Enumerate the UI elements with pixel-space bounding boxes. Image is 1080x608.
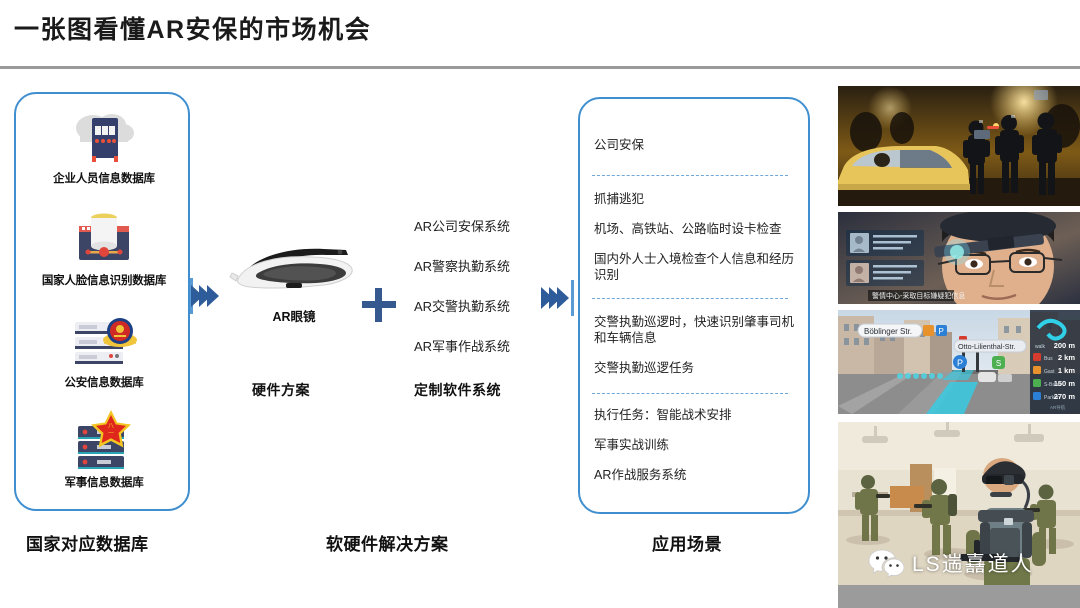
scenarios-caption: 应用场景 — [652, 535, 722, 554]
database-item-3[interactable]: 八 一 军事信息数据库 — [16, 410, 192, 490]
hud-stat-3: 150 m — [1054, 379, 1076, 388]
night-police-checkpoint-photo — [838, 86, 1080, 206]
ar-glasses-icon — [229, 248, 353, 289]
scenario-line: AR作战服务系统 — [594, 468, 687, 482]
scenario-line: 交警执勤巡逻任务 — [594, 361, 695, 375]
svg-text:八: 八 — [108, 423, 114, 430]
svg-text:Parken: Parken — [1044, 395, 1060, 401]
hardware-caption: 硬件方案 — [252, 382, 310, 398]
svg-text:S-Bahn: S-Bahn — [1044, 382, 1061, 388]
page-title: 一张图看懂AR安保的市场机会 — [14, 16, 372, 44]
database-item-label: 军事信息数据库 — [64, 477, 144, 489]
scenario-line: 执行任务：智能战术安排 — [594, 408, 732, 422]
hud-stat-4: 270 m — [1054, 392, 1076, 401]
scenario-group-1: 抓捕逃犯 机场、高铁站、公路临时设卡检查 国内外人士入境检查个人信息和经历识别 — [594, 191, 798, 297]
title-divider — [0, 66, 1080, 69]
wechat-icon — [868, 549, 905, 578]
photo-overlay-caption: 警情中心-采取目标嫌疑犯信息 — [872, 291, 965, 300]
svg-text:AR导航: AR导航 — [1050, 404, 1066, 411]
ar-glasses-face-recognition-photo: 警情中心-采取目标嫌疑犯信息 — [838, 212, 1080, 304]
database-item-label: 国家人脸信息识别数据库 — [41, 275, 167, 287]
hud-stat-1: 2 km — [1058, 353, 1075, 362]
scenario-divider — [592, 298, 788, 299]
scenario-divider — [592, 393, 788, 394]
hud-stat-0: 200 m — [1054, 341, 1076, 350]
software-systems-list: AR公司安保系统 AR警察执勤系统 AR交警执勤系统 AR军事作战系统 — [414, 216, 554, 376]
database-item-label: 企业人员信息数据库 — [53, 173, 155, 185]
svg-text:P: P — [957, 358, 963, 368]
svg-text:一: 一 — [108, 431, 114, 437]
ar-navigation-street-photo: Böblinger Str. P Otto-Lilienthal-Str. P … — [838, 310, 1080, 414]
svg-text:Gast: Gast — [1044, 369, 1055, 375]
database-item-2[interactable]: 公安信息数据库 — [16, 312, 192, 390]
solution-caption: 软硬件解决方案 — [326, 535, 449, 554]
svg-text:P: P — [939, 327, 944, 336]
scenario-group-0: 公司安保 — [594, 137, 798, 167]
scenario-line: 交警执勤巡逻时，快速识别肇事司机和车辆信息 — [594, 315, 795, 345]
scenarios-panel: 公司安保 抓捕逃犯 机场、高铁站、公路临时设卡检查 国内外人士入境检查个人信息和… — [578, 97, 810, 514]
svg-text:S: S — [996, 359, 1001, 368]
database-item-1[interactable]: 国家人脸信息识别数据库 — [16, 210, 192, 288]
ar-glasses-label: AR眼镜 — [272, 310, 316, 324]
hud-stat-label: walk — [1035, 344, 1046, 350]
hud-stat-2: 1 km — [1058, 366, 1075, 375]
database-item-0[interactable]: 企业人员信息数据库 — [16, 108, 192, 186]
footer-bar — [838, 585, 1080, 608]
military-star-server-icon: 八 一 — [16, 410, 192, 470]
ar-glasses-block[interactable]: AR眼镜 — [228, 243, 360, 325]
plus-icon — [362, 288, 396, 322]
database-item-label: 公安信息数据库 — [64, 377, 144, 389]
face-database-icon — [16, 210, 192, 268]
scenario-line: 国内外人士入境检查个人信息和经历识别 — [594, 252, 795, 282]
scenario-group-2: 交警执勤巡逻时，快速识别肇事司机和车辆信息 交警执勤巡逻任务 — [594, 314, 798, 390]
scenario-line: 机场、高铁站、公路临时设卡检查 — [594, 222, 782, 236]
police-badge-server-icon — [16, 312, 192, 370]
flow-arrow-2 — [541, 280, 574, 316]
databases-caption: 国家对应数据库 — [26, 535, 149, 554]
scenario-line: 公司安保 — [594, 138, 645, 152]
software-item[interactable]: AR交警执勤系统 — [414, 299, 511, 314]
database-panel: 企业人员信息数据库 国家人脸信息识别数 — [14, 92, 190, 511]
scenario-divider — [592, 175, 788, 176]
watermark: LS遄嚞道人 — [868, 548, 1034, 578]
scenario-group-3: 执行任务：智能战术安排 军事实战训练 AR作战服务系统 — [594, 407, 798, 497]
software-caption: 定制软件系统 — [414, 382, 501, 398]
watermark-text: LS遄嚞道人 — [912, 553, 1034, 576]
street-label-1: Böblinger Str. — [864, 327, 912, 336]
software-item[interactable]: AR警察执勤系统 — [414, 259, 511, 274]
software-item[interactable]: AR公司安保系统 — [414, 219, 511, 234]
scenario-line: 抓捕逃犯 — [594, 192, 645, 206]
street-label-2: Otto-Lilienthal-Str. — [958, 342, 1016, 351]
svg-text:Bus: Bus — [1044, 356, 1053, 362]
scenario-line: 军事实战训练 — [594, 438, 670, 452]
flow-arrow-1 — [190, 278, 219, 314]
cloud-server-icon — [16, 108, 192, 166]
software-item[interactable]: AR军事作战系统 — [414, 339, 511, 354]
